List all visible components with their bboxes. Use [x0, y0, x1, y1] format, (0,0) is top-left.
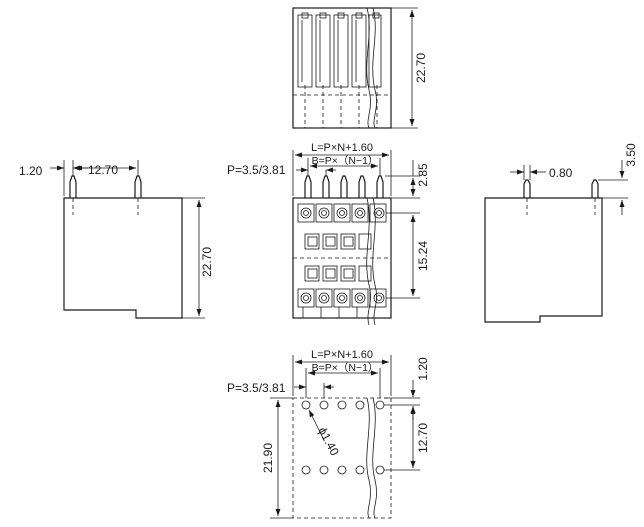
bottom-pitch-span-label: B=P×（N−1） — [312, 362, 379, 374]
front-pin-length-label: 2.85 — [416, 163, 430, 187]
left-view-pins — [69, 175, 142, 198]
right-pin-length-label: 3.50 — [624, 143, 638, 167]
bottom-pitch-label: P=3.5/3.81 — [227, 381, 286, 395]
front-view-top-row — [297, 203, 387, 223]
bottom-height-label: 21.90 — [261, 443, 275, 473]
top-view: 22.70 — [292, 7, 428, 129]
top-height-label: 22.70 — [414, 53, 428, 83]
top-view-contacts — [297, 12, 382, 88]
front-pitch-label: P=3.5/3.81 — [227, 163, 286, 177]
bottom-row-spacing-label: 12.70 — [416, 423, 430, 453]
front-view: L=P×N+1.60 B=P×（N−1） P=3.5/3.81 2.85 15.… — [227, 142, 430, 326]
right-pin-width-label: 0.80 — [549, 166, 573, 180]
front-view-bottom-row — [297, 288, 387, 318]
front-view-release-buttons — [304, 233, 372, 282]
left-height-label: 22.70 — [200, 247, 214, 277]
left-pin-pitch-label: 12.70 — [88, 163, 118, 177]
bottom-view-holes — [301, 400, 385, 475]
bottom-view: L=P×N+1.60 B=P×（N−1） P=3.5/3.81 1.20 12.… — [227, 349, 430, 519]
front-row-spacing-label: 15.24 — [416, 241, 430, 271]
bottom-edge-label: 1.20 — [416, 357, 430, 381]
front-view-pins — [304, 175, 384, 198]
bottom-hole-diameter-label: ϕ1.40 — [315, 425, 342, 458]
right-view-pins — [523, 179, 599, 198]
right-side-view: 0.80 3.50 — [484, 143, 638, 323]
bottom-length-label: L=P×N+1.60 — [311, 349, 373, 361]
front-pitch-span-label: B=P×（N−1） — [312, 155, 379, 167]
left-pin-offset-label: 1.20 — [19, 164, 43, 178]
front-length-label: L=P×N+1.60 — [311, 142, 373, 154]
left-side-view: 1.20 12.70 22.70 — [19, 160, 214, 319]
